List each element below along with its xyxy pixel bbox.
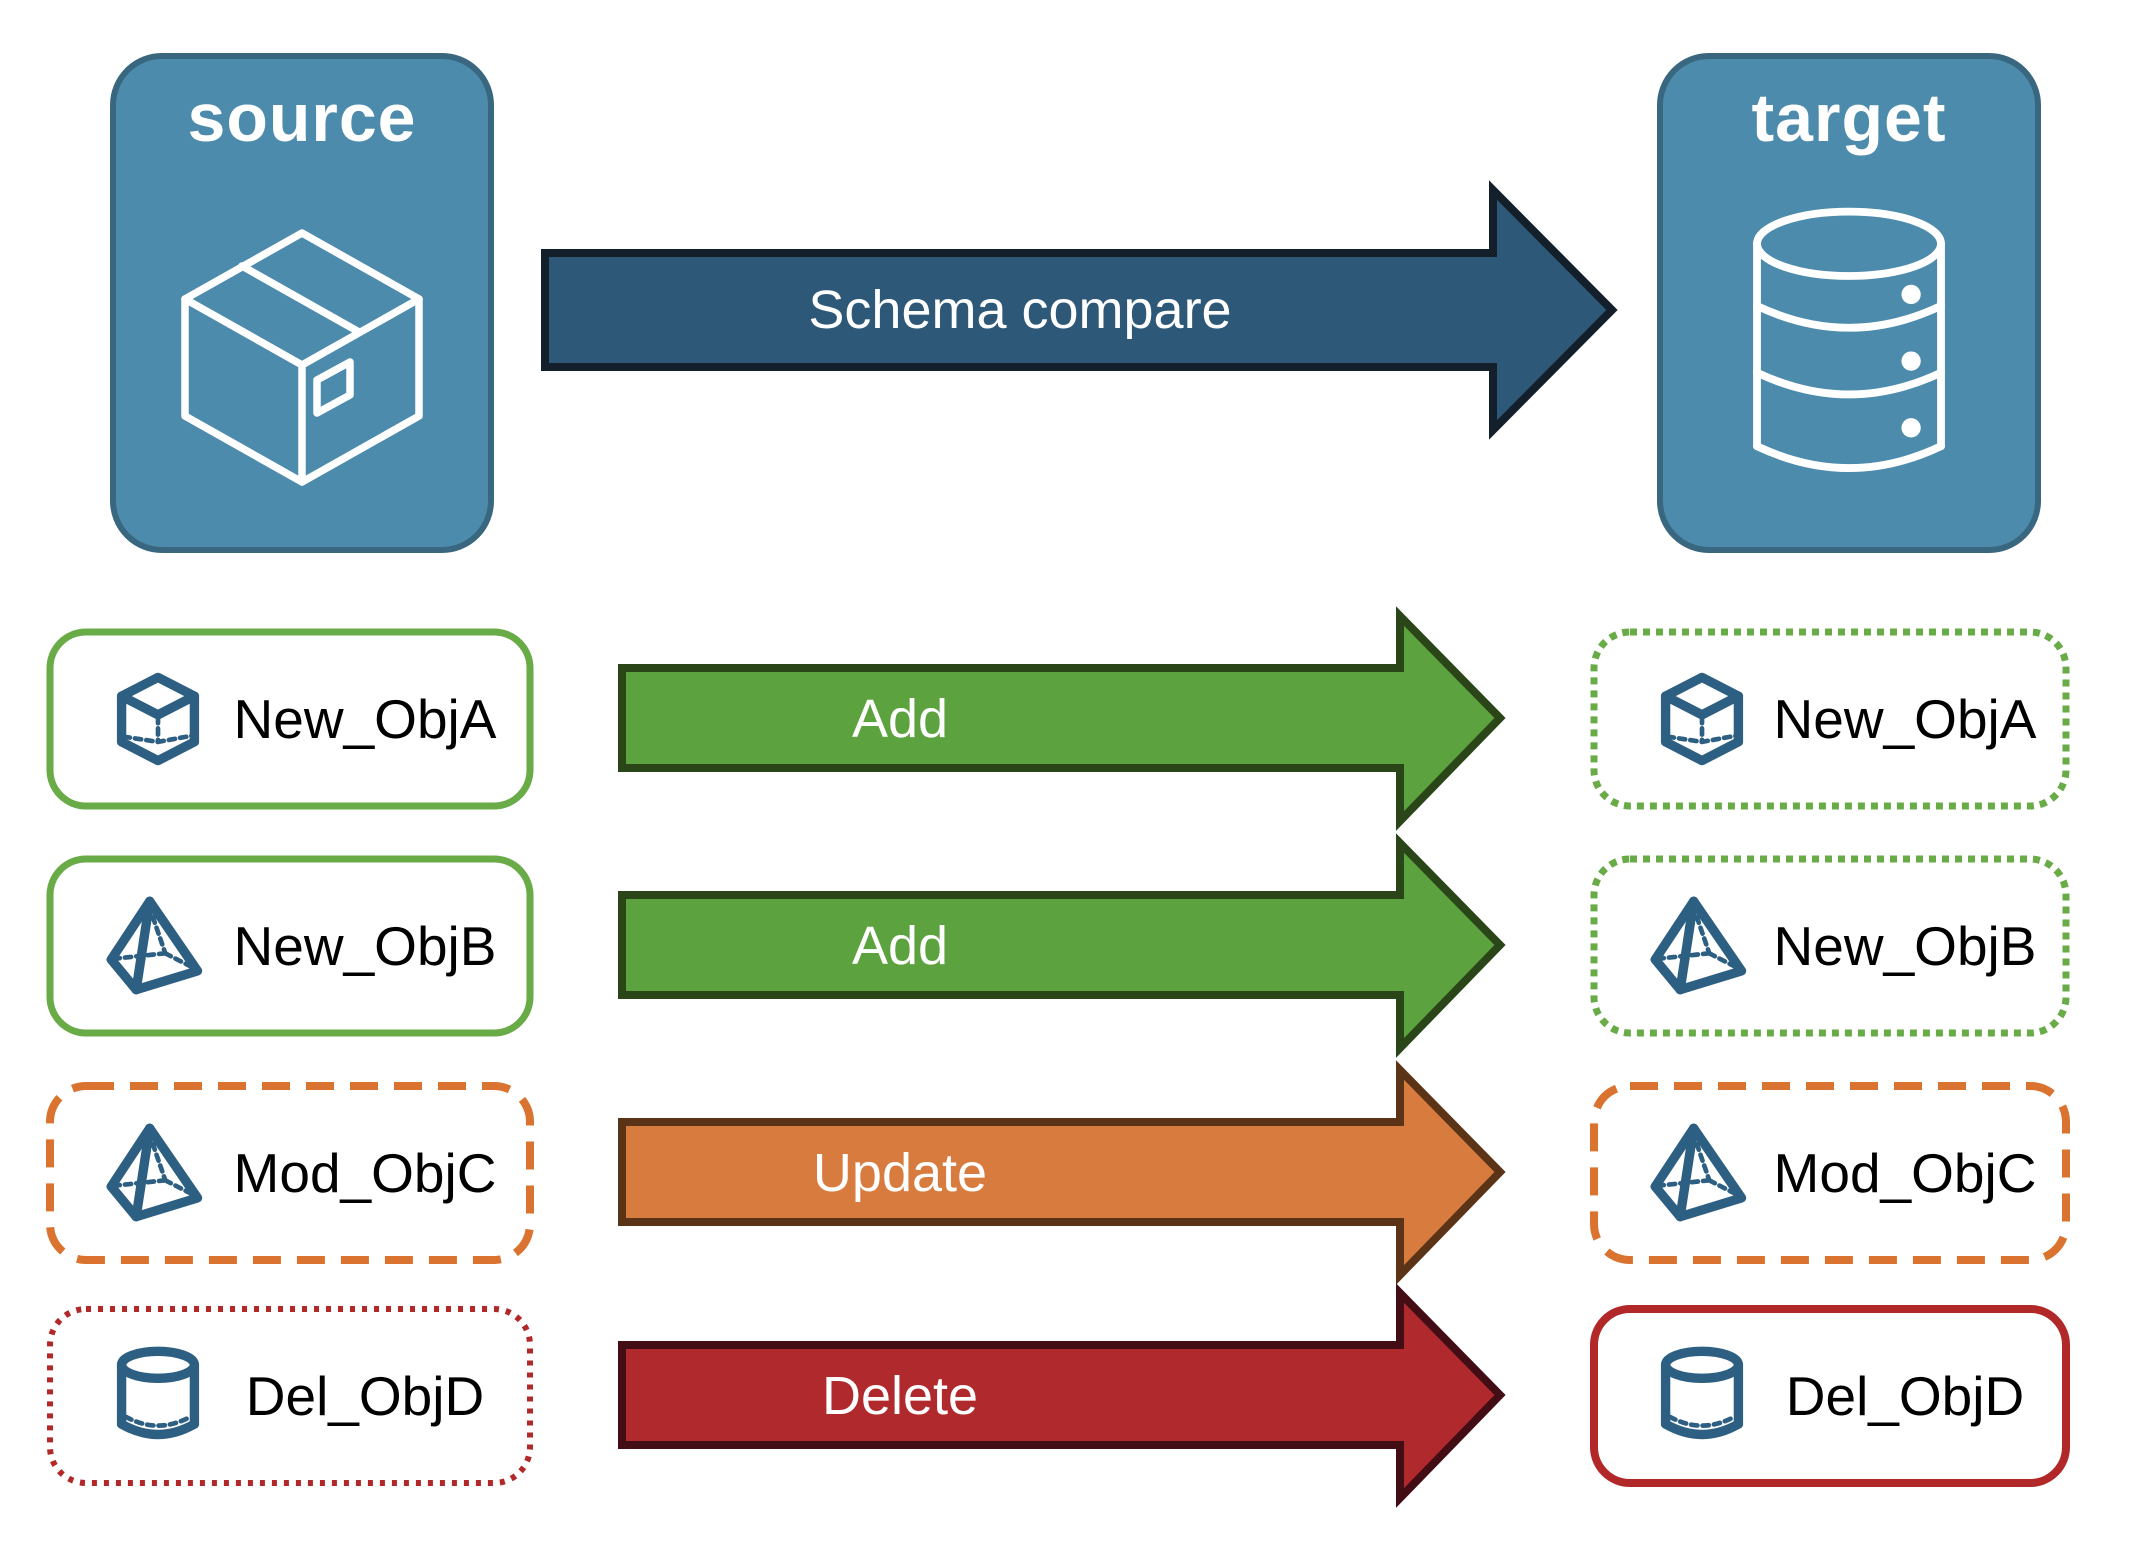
update-arrow: Update bbox=[610, 1060, 1520, 1285]
cylinder-icon bbox=[106, 1344, 210, 1448]
pyramid-icon bbox=[106, 894, 210, 998]
source-object-card-del-objd: Del_ObjD bbox=[46, 1305, 534, 1487]
object-label: New_ObjA bbox=[233, 688, 497, 750]
delete-arrow-label: Delete bbox=[821, 1365, 979, 1426]
target-object-card-new-objb: New_ObjB bbox=[1590, 855, 2070, 1037]
cylinder-icon bbox=[1650, 1344, 1754, 1448]
target-object-card-mod-objc: Mod_ObjC bbox=[1590, 1082, 2070, 1264]
add-arrow-label: Add bbox=[851, 915, 949, 976]
object-label: Del_ObjD bbox=[1785, 1365, 2025, 1427]
object-label: Del_ObjD bbox=[245, 1365, 485, 1427]
target-object-card-new-obja: New_ObjA bbox=[1590, 628, 2070, 810]
schema-compare-arrow: Schema compare bbox=[540, 180, 1620, 440]
package-icon bbox=[181, 229, 423, 486]
schema-compare-label: Schema compare bbox=[808, 280, 1232, 340]
object-label: Mod_ObjC bbox=[233, 1142, 497, 1204]
source-object-card-mod-objc: Mod_ObjC bbox=[46, 1082, 534, 1264]
cube-icon bbox=[1650, 667, 1754, 771]
pyramid-icon bbox=[1650, 1121, 1754, 1225]
source-title: source bbox=[187, 80, 417, 156]
target-object-card-del-objd: Del_ObjD bbox=[1590, 1305, 2070, 1487]
object-label: New_ObjB bbox=[1773, 915, 2037, 977]
database-icon bbox=[1753, 207, 1945, 472]
target-node: target bbox=[1657, 53, 2041, 553]
pyramid-icon bbox=[106, 1121, 210, 1225]
object-label: New_ObjA bbox=[1773, 688, 2037, 750]
cube-icon bbox=[106, 667, 210, 771]
pyramid-icon bbox=[1650, 894, 1754, 998]
object-label: New_ObjB bbox=[233, 915, 497, 977]
source-object-card-new-objb: New_ObjB bbox=[46, 855, 534, 1037]
add-arrow-2: Add bbox=[610, 833, 1520, 1058]
target-title: target bbox=[1751, 80, 1947, 156]
delete-arrow: Delete bbox=[610, 1283, 1520, 1508]
object-label: Mod_ObjC bbox=[1773, 1142, 2037, 1204]
source-node: source bbox=[110, 53, 494, 553]
update-arrow-label: Update bbox=[812, 1142, 988, 1203]
add-arrow-label: Add bbox=[851, 688, 949, 749]
source-object-card-new-obja: New_ObjA bbox=[46, 628, 534, 810]
add-arrow-1: Add bbox=[610, 606, 1520, 831]
